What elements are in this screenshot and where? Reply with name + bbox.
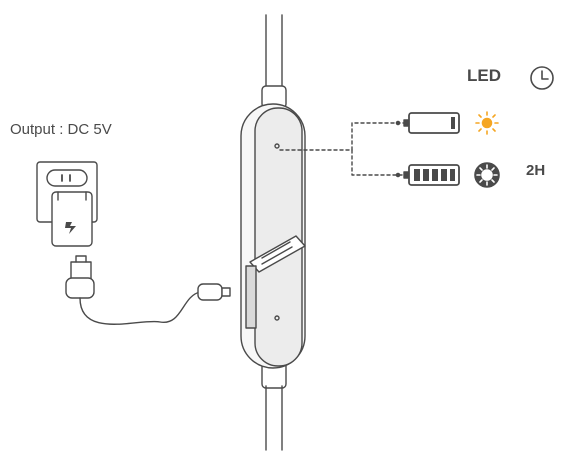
- battery-empty-icon: [395, 112, 460, 134]
- usb-cable: [79, 291, 201, 325]
- led-off-icon: [474, 162, 500, 188]
- usb-a-plug-icon: [65, 255, 95, 299]
- battery-full-icon: [395, 164, 460, 186]
- lightning-icon: [65, 222, 76, 234]
- led-connectors: [279, 122, 405, 176]
- micro-usb-port: [245, 265, 257, 329]
- wall-charger-icon: [36, 161, 98, 247]
- charge-time-label: 2H: [526, 162, 546, 179]
- clock-icon: [530, 66, 554, 90]
- sun-icon: [475, 111, 499, 135]
- microphone-hole: [274, 315, 280, 321]
- led-indicator: [274, 143, 280, 149]
- battery-module: [240, 103, 306, 369]
- micro-usb-plug-icon: [197, 283, 231, 301]
- output-voltage-label: Output : DC 5V: [10, 121, 112, 138]
- led-label: LED: [467, 66, 501, 85]
